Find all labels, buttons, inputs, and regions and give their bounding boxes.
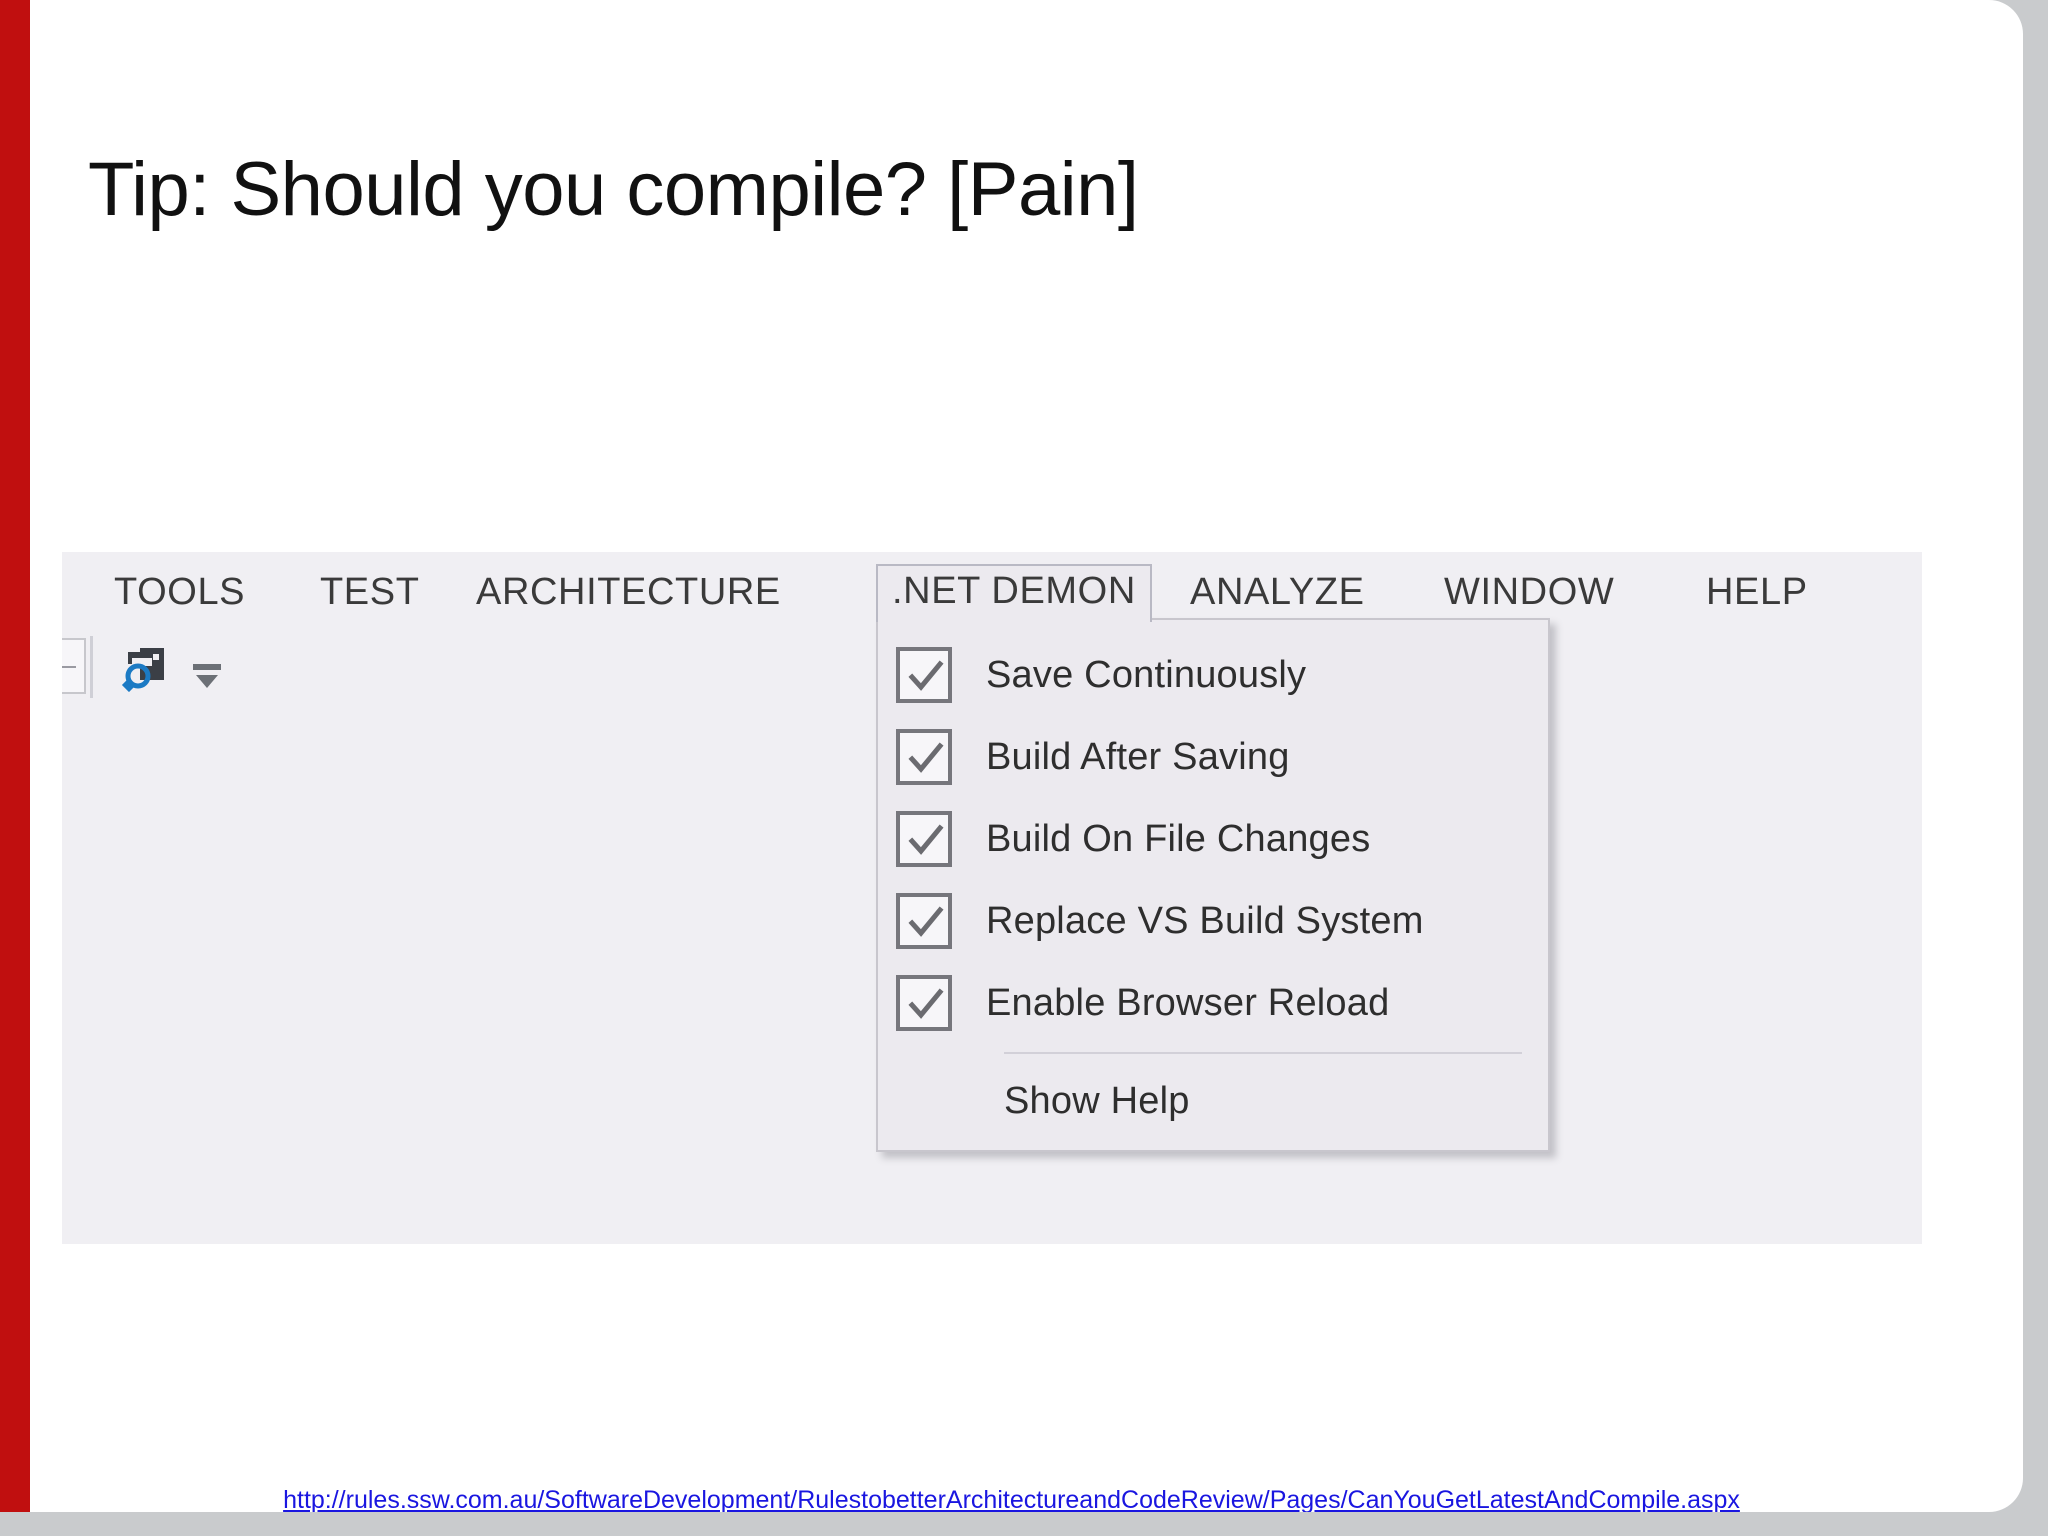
reference-link[interactable]: http://rules.ssw.com.au/SoftwareDevelopm… [283,1486,1740,1512]
menu-option-label: Enable Browser Reload [986,981,1390,1024]
menu-option-build-after-saving[interactable]: Build After Saving [878,716,1548,798]
toolbar-partial-control[interactable] [62,638,86,694]
menu-item-analyze[interactable]: ANALYZE [1190,571,1365,613]
checkbox-checked-icon[interactable] [896,729,952,785]
menu-option-label: Build On File Changes [986,817,1371,860]
dotnet-demon-dropdown-menu: Save Continuously Build After Saving [876,618,1550,1152]
menu-item-dotnet-demon[interactable]: .NET DEMON [876,564,1152,622]
menu-option-replace-vs-build-system[interactable]: Replace VS Build System [878,880,1548,962]
menu-option-label: Show Help [1004,1079,1190,1122]
menu-option-label: Save Continuously [986,653,1307,696]
attach-to-process-icon[interactable] [120,640,172,693]
menu-option-label: Replace VS Build System [986,899,1424,942]
menu-option-label: Build After Saving [986,735,1290,778]
menu-option-build-on-file-changes[interactable]: Build On File Changes [878,798,1548,880]
menu-option-show-help[interactable]: Show Help [878,1062,1548,1140]
page-title: Tip: Should you compile? [Pain] [88,147,1139,232]
slide-canvas: Tip: Should you compile? [Pain] TOOLS TE… [0,0,2023,1512]
menu-item-test[interactable]: TEST [320,571,420,613]
checkbox-checked-icon[interactable] [896,975,952,1031]
toolbar [62,634,1922,706]
menu-option-enable-browser-reload[interactable]: Enable Browser Reload [878,962,1548,1044]
toolbar-overflow-chevron-icon[interactable] [190,662,224,692]
menu-bar: TOOLS TEST ARCHITECTURE .NET DEMON ANALY… [62,552,1922,632]
checkbox-checked-icon[interactable] [896,811,952,867]
visual-studio-screenshot: TOOLS TEST ARCHITECTURE .NET DEMON ANALY… [62,552,1922,1244]
menu-item-window[interactable]: WINDOW [1444,571,1615,613]
menu-separator [1004,1052,1522,1054]
toolbar-separator [90,636,93,698]
menu-item-architecture[interactable]: ARCHITECTURE [476,571,781,613]
menu-option-save-continuously[interactable]: Save Continuously [878,634,1548,716]
menu-item-help[interactable]: HELP [1706,571,1808,613]
checkbox-checked-icon[interactable] [896,647,952,703]
left-accent-bar [0,0,30,1512]
menu-item-tools[interactable]: TOOLS [114,571,246,613]
checkbox-checked-icon[interactable] [896,893,952,949]
